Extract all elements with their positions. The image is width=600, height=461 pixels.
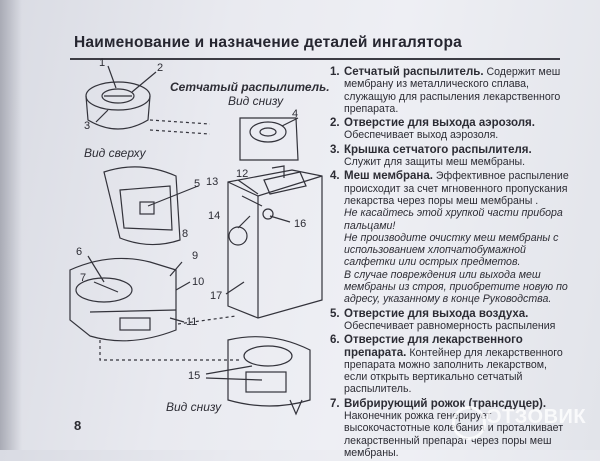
list-item: 2. Отверстие для выхода аэрозоля. Обеспе… [330, 117, 535, 142]
item-text: Контейнер для лекарственного препарата м… [344, 346, 563, 396]
list-item: 4. Меш мембрана. Эффективное распыление … [330, 170, 569, 306]
item-text: Служит для защиты меш мембраны. [344, 156, 526, 169]
nebulizer-detail-view [103, 166, 181, 246]
view-top-label: Вид сверху [84, 146, 146, 160]
callout-3: 3 [84, 120, 91, 132]
item-text: Обеспечивает равномерность распыления [344, 319, 556, 332]
callout-11: 11 [186, 316, 198, 328]
callout-10: 10 [192, 276, 205, 288]
callout-5: 5 [194, 178, 201, 190]
callout-16: 16 [294, 218, 307, 230]
callout-14: 14 [208, 210, 221, 222]
item-text: Содержит меш мембрану из металлического … [344, 66, 561, 115]
list-item: 5. Отверстие для выхода воздуха. Обеспеч… [330, 307, 556, 332]
view-bottom-label: Вид снизу [228, 94, 284, 108]
item-heading: Отверстие для выхода аэрозоля. [344, 117, 535, 130]
device-bottom-view [227, 336, 311, 407]
inhaler-parts-diagram [69, 65, 323, 416]
callout-12: 12 [236, 168, 249, 180]
item-text: Обеспечивает выход аэрозоля. [344, 129, 499, 142]
parts-list: 1. Сетчатый распылитель. Содержит меш ме… [330, 66, 570, 461]
mesh-nebulizer-heading: Сетчатый распылитель. [170, 80, 330, 94]
item-heading: Крышка сетчатого распылителя. [344, 143, 532, 156]
callout-4: 4 [292, 108, 299, 120]
item-heading: Отверстие для лекарственного препарата. [344, 334, 523, 359]
item-heading: Сетчатый распылитель. [344, 66, 484, 78]
list-item: 6. Отверстие для лекарственного препарат… [330, 334, 563, 396]
item-heading: Отверстие для выхода воздуха. [344, 307, 529, 320]
callout-17: 17 [210, 290, 223, 302]
warning-note: В случае повреждения или выхода меш мемб… [344, 268, 568, 306]
callout-13: 13 [206, 176, 219, 188]
callout-7: 7 [80, 272, 87, 284]
callout-2: 2 [157, 62, 164, 74]
view-bottom-label-2: Вид снизу [166, 400, 222, 414]
warning-note: Не касайтесь этой хрупкой части прибора … [344, 207, 563, 232]
callout-9: 9 [192, 250, 199, 262]
callout-8: 8 [182, 228, 189, 240]
watermark-text: ОТЗОВИК [486, 406, 587, 428]
item-heading: Вибрирующий рожок (трансдуцер). [344, 397, 547, 410]
list-item: 3. Крышка сетчатого распылителя. Служит … [330, 143, 532, 169]
item-text: Эффективное распыление происходит за сче… [344, 170, 569, 207]
list-item: 1. Сетчатый распылитель. Содержит меш ме… [330, 66, 561, 115]
page-title: Наименование и назначение деталей ингаля… [74, 34, 462, 51]
page-edge-shadow [0, 0, 22, 450]
callout-6: 6 [76, 246, 83, 258]
item-heading: Меш мембрана. [344, 170, 433, 183]
callout-1: 1 [99, 57, 106, 69]
page-number: 8 [74, 418, 82, 433]
watermark-logo-icon [452, 406, 486, 440]
medicine-container [69, 257, 177, 342]
title-divider [70, 58, 560, 60]
device-body [227, 169, 323, 319]
warning-note: Не производите очистку меш мембраны с ис… [344, 231, 559, 269]
callout-15: 15 [188, 370, 201, 382]
mesh-nebulizer-bottom-view [239, 117, 299, 161]
